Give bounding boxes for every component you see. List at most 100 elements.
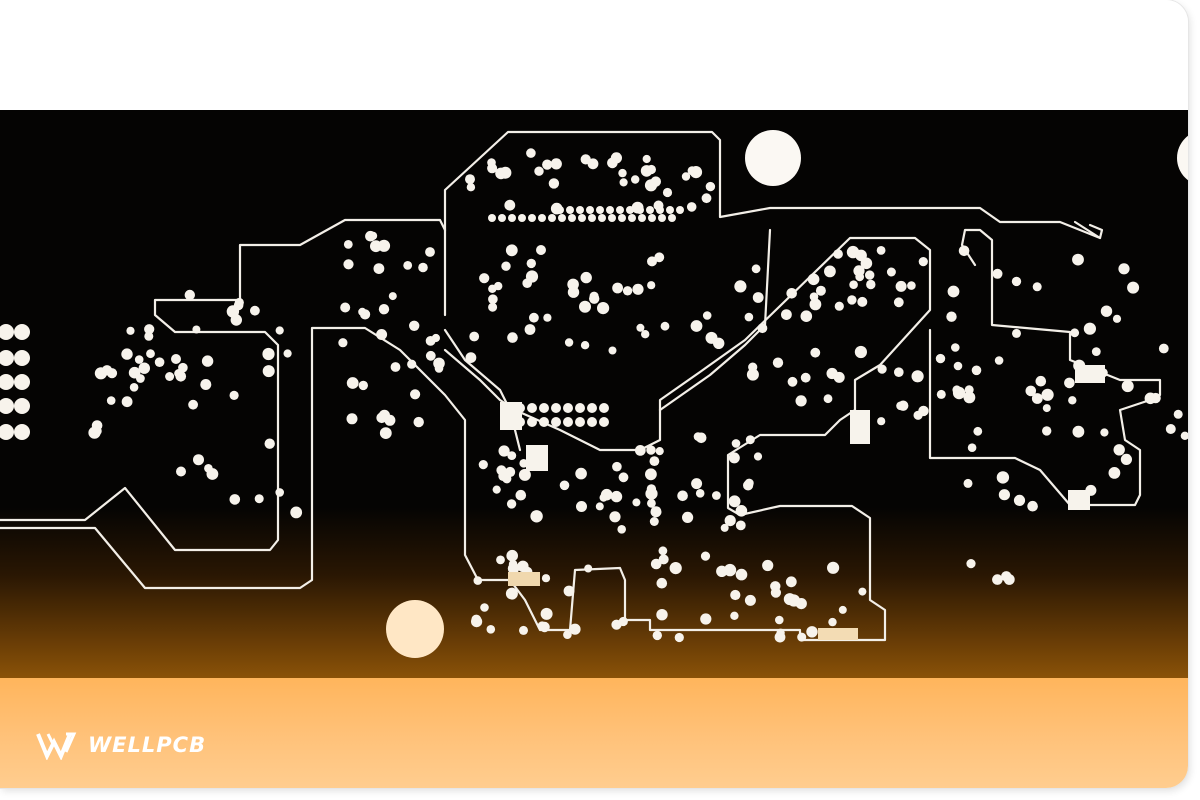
via-pad — [686, 202, 697, 212]
via-pad — [640, 165, 653, 177]
via-pad — [1032, 282, 1042, 292]
via-pad — [631, 201, 644, 214]
via-pad — [121, 348, 133, 360]
via-pad — [800, 372, 811, 383]
via-pad — [973, 426, 983, 436]
via-pad — [724, 515, 736, 527]
via-pad — [824, 265, 836, 278]
via-pad — [101, 365, 113, 376]
via-pad — [524, 324, 536, 335]
via-pad — [656, 609, 668, 621]
via-pad — [346, 377, 359, 389]
via-pad — [1158, 343, 1169, 354]
via-pad — [846, 245, 860, 259]
via-pad — [340, 302, 351, 313]
via-pad — [275, 488, 285, 497]
via-pad — [681, 172, 691, 181]
via-pad — [465, 352, 477, 363]
via-pad — [206, 468, 219, 480]
via-pad — [612, 282, 623, 294]
via-pad — [712, 491, 721, 500]
via-pad — [735, 505, 748, 517]
via-pad — [346, 413, 358, 425]
via-pad — [645, 487, 658, 500]
via-pad — [507, 332, 518, 343]
via-pad — [486, 625, 496, 634]
via-pad — [1083, 322, 1096, 335]
trace-inner-octagon — [443, 328, 522, 452]
via-pad — [967, 443, 977, 453]
via-pad — [751, 264, 761, 274]
via-pad — [946, 311, 957, 322]
pcb-traces-illustration — [0, 130, 1188, 658]
via-pad — [377, 239, 391, 252]
copper-fill-3 — [850, 410, 870, 444]
via-pad — [175, 371, 187, 382]
via-pad — [378, 304, 390, 315]
via-pad — [409, 320, 420, 331]
via-pad — [543, 313, 552, 322]
via-pad — [579, 300, 591, 313]
via-pad — [992, 574, 1003, 585]
via-pad — [1100, 305, 1113, 317]
via-pad — [700, 551, 711, 561]
via-pad — [858, 587, 867, 596]
via-pad — [674, 632, 684, 643]
via-pad — [527, 417, 537, 427]
via-pad — [806, 626, 818, 638]
via-pad — [762, 559, 774, 572]
via-pad — [781, 309, 792, 320]
via-pad — [628, 214, 636, 222]
via-pad — [966, 559, 976, 569]
brand-name: WELLPCB — [88, 733, 207, 757]
via-pad — [478, 460, 488, 470]
via-pad — [518, 214, 526, 222]
via-pad — [617, 525, 626, 534]
via-pad — [505, 587, 518, 600]
via-pad — [1013, 494, 1026, 506]
via-pad — [586, 206, 594, 214]
via-pad — [575, 403, 585, 413]
via-pad — [618, 472, 629, 483]
via-pad — [913, 410, 923, 420]
via-pad — [834, 301, 844, 311]
via-pad — [425, 350, 436, 361]
via-pad — [498, 214, 506, 222]
via-pad — [515, 489, 527, 501]
via-pad — [403, 261, 413, 270]
via-pad — [536, 245, 546, 255]
via-pad — [728, 452, 740, 464]
via-pad — [526, 258, 536, 269]
via-pad — [539, 403, 549, 413]
via-pad — [14, 324, 30, 340]
via-pad — [744, 312, 754, 322]
via-pad — [654, 252, 665, 263]
via-pad — [996, 471, 1010, 484]
via-pad — [262, 347, 275, 361]
via-pad — [730, 611, 739, 620]
via-pad — [634, 445, 646, 456]
via-pad — [584, 564, 593, 573]
via-pad — [1001, 571, 1012, 582]
via-pad — [650, 176, 661, 187]
via-pad — [580, 271, 592, 284]
via-pad — [1091, 347, 1101, 356]
via-pad — [776, 628, 785, 637]
via-pad — [0, 424, 14, 440]
via-pad — [676, 206, 684, 214]
via-pad — [642, 154, 651, 164]
via-pad — [646, 206, 654, 214]
via-pad — [1064, 377, 1075, 389]
via-pad — [539, 621, 550, 633]
via-pad — [434, 364, 444, 373]
via-pad — [652, 630, 662, 641]
via-pad — [338, 338, 348, 348]
via-pad — [588, 214, 596, 222]
image-card: WELLPCB — [0, 110, 1188, 788]
via-pad — [612, 461, 622, 472]
via-pad — [358, 307, 367, 316]
via-pad — [953, 361, 963, 371]
via-pad — [649, 456, 660, 466]
via-pad — [1112, 314, 1122, 323]
via-pad — [129, 383, 139, 392]
